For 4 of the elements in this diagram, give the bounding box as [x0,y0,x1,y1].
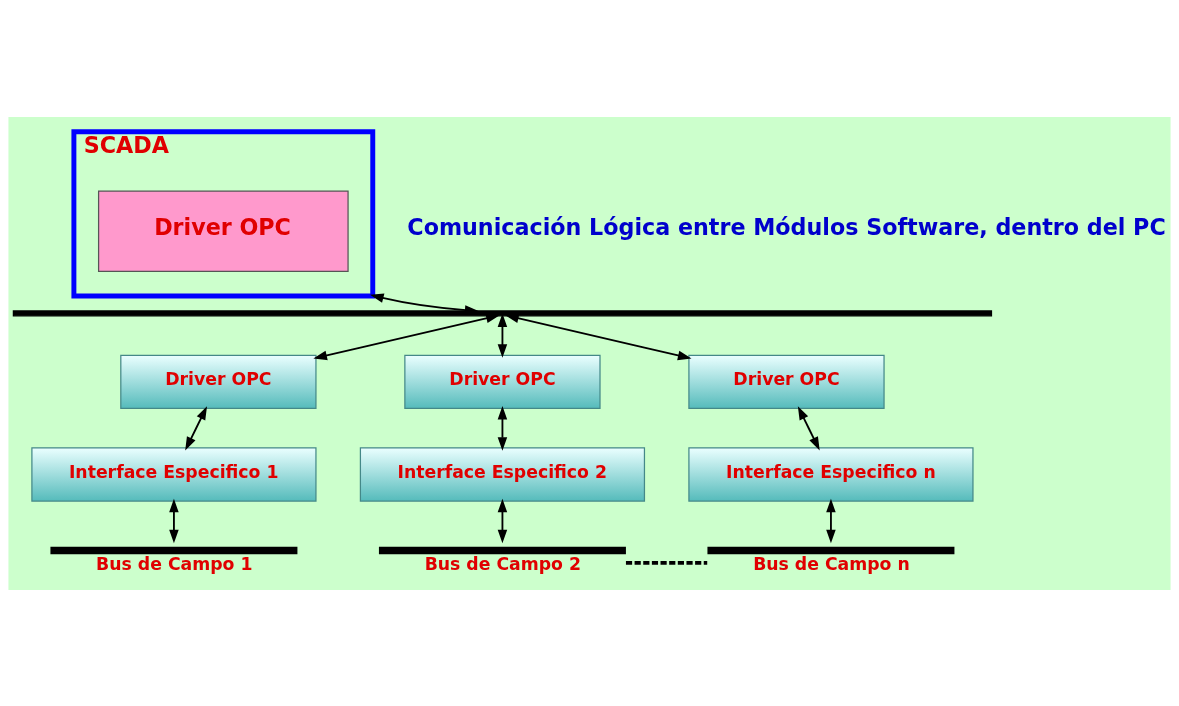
node-label: Bus de Campo 2 [424,553,582,574]
node-label: Bus de Campo n [753,553,910,574]
node-label: Comunicación Lógica entre Módulos Software, dentro del PC [407,213,1166,240]
node-label: Bus de Campo 1 [96,553,253,574]
